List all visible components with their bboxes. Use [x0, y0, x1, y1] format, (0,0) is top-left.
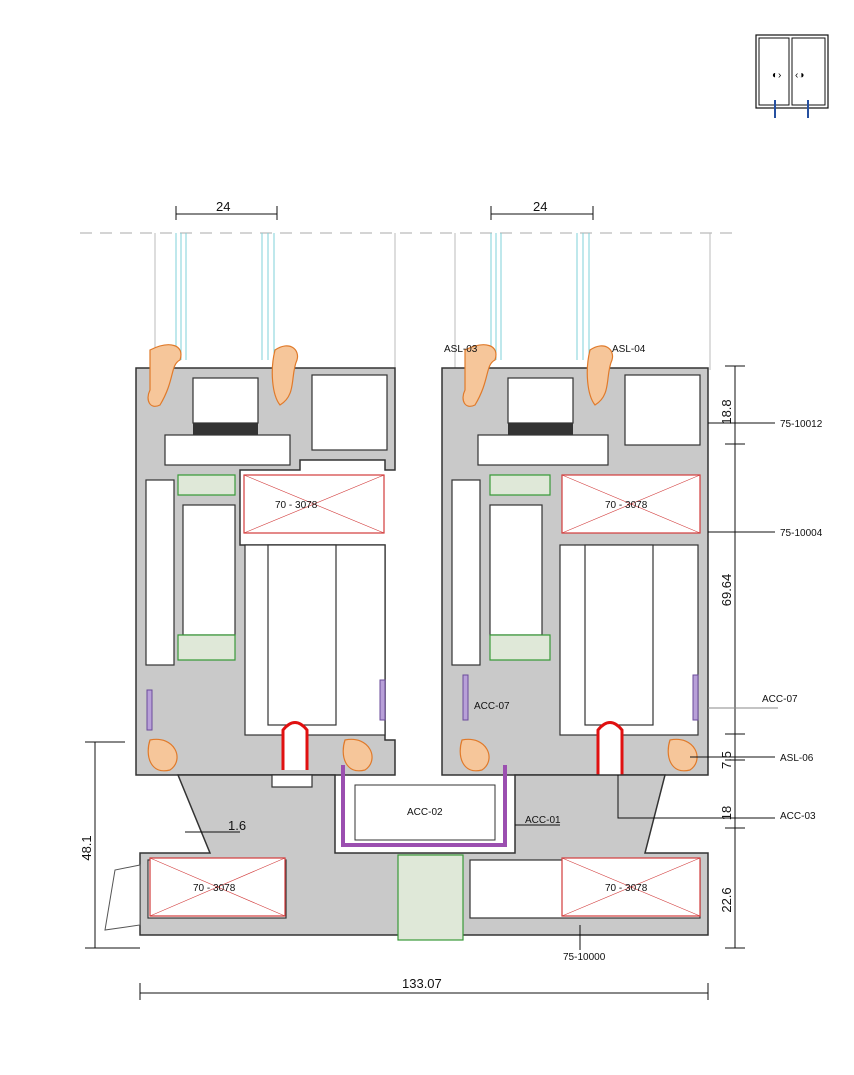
- dim-133-07: 133.07: [402, 976, 442, 991]
- label-75-10012: 75-10012: [780, 419, 823, 430]
- dim-overall-width: 133.07: [139, 976, 709, 1000]
- label-asl-03: ASL-03: [444, 344, 478, 355]
- track-cover: [341, 765, 507, 847]
- window-elevation-thumbnail-icon: ◐› ‹◑: [755, 34, 829, 118]
- label-acc-03: ACC-03: [780, 811, 816, 822]
- glass-dim-right: 24: [490, 199, 594, 220]
- dim-48-1-text: 48.1: [79, 835, 94, 860]
- glass-dim-right-text: 24: [533, 199, 547, 214]
- insert-label: 70 - 3078: [605, 500, 648, 511]
- left-sash-profile: 70 - 3078: [135, 344, 396, 776]
- insert-label: 70 - 3078: [605, 883, 648, 894]
- glass-dim-left-text: 24: [216, 199, 230, 214]
- gasket-icon: [147, 344, 182, 407]
- dim-22-6: 22.6: [719, 887, 734, 912]
- label-75-10000: 75-10000: [563, 952, 606, 963]
- dim-1-6: 1.6: [228, 818, 246, 833]
- dim-18-8: 18.8: [719, 399, 734, 424]
- dim-18: 18: [719, 806, 734, 820]
- dim-7-5: 7.5: [719, 751, 734, 769]
- insert-label: 70 - 3078: [275, 500, 318, 511]
- label-75-10004: 75-10004: [780, 528, 823, 539]
- drain-cap-icon: [104, 864, 141, 931]
- insert-label: 70 - 3078: [193, 883, 236, 894]
- bottom-frame-profile: 70 - 3078 70 - 3078: [104, 765, 709, 941]
- label-asl-04: ASL-04: [612, 344, 646, 355]
- svg-text:‹◑: ‹◑: [795, 70, 804, 81]
- right-sash-profile: 70 - 3078: [441, 344, 709, 776]
- vertical-dimension-chain: 18.8 69.64 7.5 18 22.6 75-10012 75-10004…: [617, 365, 823, 949]
- label-asl-06: ASL-06: [780, 753, 814, 764]
- label-acc-07-left: ACC-07: [474, 701, 510, 712]
- glass-dim-left: 24: [175, 199, 278, 220]
- svg-text:◐›: ◐›: [772, 70, 781, 81]
- dim-48-1: 48.1: [79, 741, 140, 949]
- label-acc-07-right: ACC-07: [762, 694, 798, 705]
- label-acc-02: ACC-02: [407, 807, 443, 818]
- label-acc-01: ACC-01: [525, 815, 561, 826]
- dim-69-64: 69.64: [719, 574, 734, 607]
